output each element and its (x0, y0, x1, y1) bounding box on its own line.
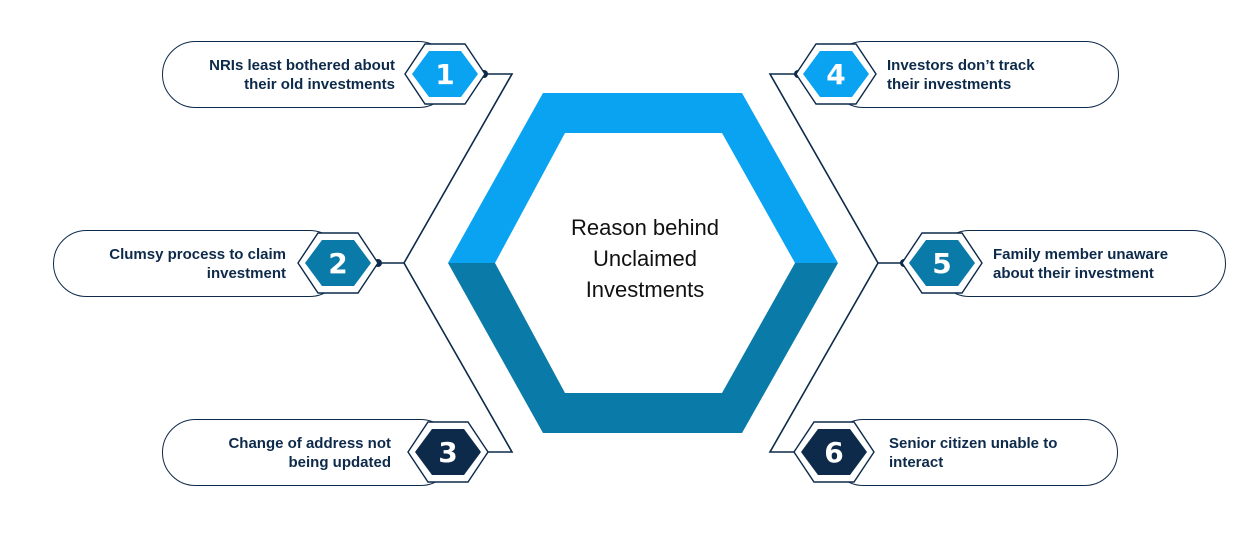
reason-2-line-2: investment (206, 265, 286, 282)
hexagon-top-half (448, 93, 838, 263)
reason-2-line-1: Clumsy process to claim (109, 246, 286, 263)
reason-5-line-1: Family member unaware (993, 246, 1169, 263)
reason-3-line-2: being updated (288, 454, 392, 471)
reason-text-2: Clumsy process to claim investment (109, 245, 286, 283)
center-title-line-3: Investments (585, 277, 705, 302)
center-title-line-1: Reason behind (570, 215, 719, 240)
right-connectors (768, 73, 904, 453)
reason-3-line-1: Change of address not (228, 435, 391, 452)
center-title: Reason behind Unclaimed Investments (540, 212, 750, 305)
reason-1-line-1: NRIs least bothered about (209, 57, 395, 74)
hexagon-bottom-half (448, 263, 838, 433)
reason-text-5: Family member unaware about their invest… (993, 245, 1168, 283)
reason-pill-1: NRIs least bothered about their old inve… (162, 41, 452, 108)
reason-6-line-2: interact (889, 454, 944, 471)
reason-4-line-2: their investments (887, 76, 1012, 93)
reason-4-line-1: Investors don’t track (887, 57, 1035, 74)
central-hexagon (448, 93, 838, 433)
reason-text-4: Investors don’t track their investments (887, 56, 1035, 94)
reason-pill-4: Investors don’t track their investments (830, 41, 1119, 108)
reason-1-line-2: their old investments (244, 76, 395, 93)
reason-pill-2: Clumsy process to claim investment (53, 230, 343, 297)
reason-text-1: NRIs least bothered about their old inve… (209, 56, 395, 94)
reason-pill-6: Senior citizen unable to interact (830, 419, 1118, 486)
left-connectors (378, 73, 514, 453)
reason-pill-5: Family member unaware about their invest… (936, 230, 1226, 297)
reason-6-line-1: Senior citizen unable to (889, 435, 1058, 452)
reason-pill-3: Change of address not being updated (162, 419, 454, 486)
center-title-line-2: Unclaimed (593, 246, 697, 271)
reason-text-3: Change of address not being updated (228, 434, 391, 472)
reason-text-6: Senior citizen unable to interact (889, 434, 1057, 472)
reason-5-line-2: about their investment (993, 265, 1154, 282)
